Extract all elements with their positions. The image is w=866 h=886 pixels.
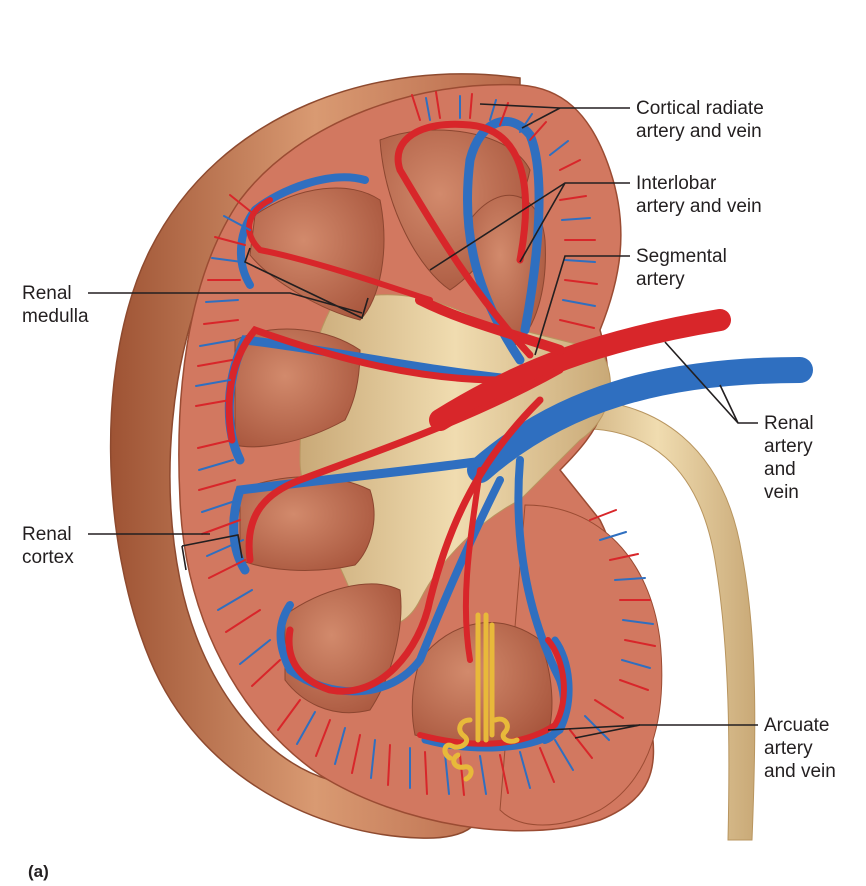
segmental-artery bbox=[415, 295, 565, 355]
interlobar-artery-upper bbox=[394, 120, 534, 359]
ureter bbox=[559, 399, 756, 841]
leader-renal-cortex bbox=[88, 533, 243, 571]
arcuate-artery-bottom bbox=[417, 637, 567, 747]
nephron bbox=[442, 612, 520, 782]
label-segmental: Segmental artery bbox=[636, 246, 727, 290]
label-renal-artery-vein: Renal artery and vein bbox=[764, 413, 814, 503]
leader-arcuate bbox=[547, 724, 758, 739]
interlobar-artery-left bbox=[225, 325, 504, 444]
label-interlobar: Interlobar artery and vein bbox=[636, 173, 762, 217]
artery-down bbox=[462, 467, 483, 663]
artery-mid bbox=[245, 366, 564, 564]
interlobar-vein-lower bbox=[229, 455, 495, 575]
arteries bbox=[225, 120, 731, 747]
leader-renal-medulla bbox=[88, 247, 369, 320]
pyramid-mid-left bbox=[234, 328, 361, 448]
leader-cortical-radiate bbox=[479, 103, 630, 129]
panel-label: (a) bbox=[28, 862, 49, 881]
lower-lobe-cortex bbox=[499, 504, 663, 826]
interlobar-vein-upper bbox=[463, 116, 544, 365]
leader-renal-artery-vein bbox=[664, 341, 758, 424]
leader-segmental bbox=[534, 255, 630, 356]
artery-upper-left bbox=[246, 197, 433, 303]
renal-artery bbox=[429, 309, 731, 431]
vein-lower-branch bbox=[276, 476, 504, 696]
label-cortical-radiate: Cortical radiate artery and vein bbox=[636, 98, 764, 142]
renal-vein bbox=[467, 357, 813, 483]
interlobar-vein-down bbox=[514, 456, 568, 744]
leader-lines bbox=[88, 103, 758, 739]
label-arcuate: Arcuate artery and vein bbox=[764, 715, 836, 782]
pyramid-upper-left bbox=[249, 187, 385, 321]
cortical-radiate-vessels bbox=[195, 91, 656, 796]
leader-interlobar bbox=[429, 182, 630, 271]
label-renal-medulla: Renal medulla bbox=[22, 283, 89, 327]
label-renal-cortex: Renal cortex bbox=[22, 524, 74, 568]
